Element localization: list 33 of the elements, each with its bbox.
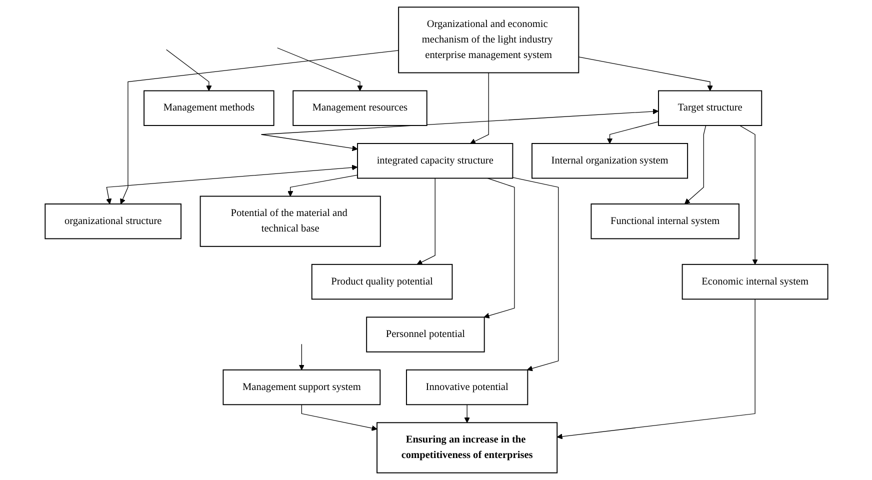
node-box: Management methods — [143, 90, 274, 126]
node-box: Internal organization system — [531, 143, 688, 179]
arrow — [416, 178, 435, 265]
node-box: organizational structure — [44, 204, 181, 240]
arrow — [300, 404, 377, 431]
arrow — [166, 49, 212, 92]
arrow — [684, 125, 706, 204]
node-box: Innovative potential — [406, 369, 528, 406]
arrow — [606, 121, 658, 144]
arrow — [287, 174, 358, 197]
node-box: Product quality potential — [310, 264, 452, 300]
arrow — [483, 178, 514, 318]
arrow — [578, 56, 712, 92]
node-box: integrated capacity structure — [356, 143, 513, 179]
arrow — [738, 125, 758, 265]
arrow — [464, 404, 470, 423]
arrow — [298, 344, 304, 370]
arrow — [106, 164, 358, 204]
node-box: Organizational and economic mechanism of the light industry enterprise management system — [398, 6, 579, 74]
arrow — [556, 298, 755, 440]
node-box: Potential of the material and technical base — [199, 196, 380, 247]
arrow — [120, 50, 398, 204]
arrow — [512, 177, 558, 372]
node-box: Economic internal system — [681, 264, 828, 300]
arrow — [470, 72, 488, 144]
arrow — [276, 48, 362, 92]
node-box: Personnel potential — [366, 316, 484, 352]
node-box: Target structure — [658, 90, 762, 126]
node-box: Functional internal system — [590, 204, 739, 240]
node-box: Management support system — [222, 369, 380, 406]
node-box: Management resources — [292, 90, 427, 126]
arrow — [260, 108, 658, 152]
node-box: Ensuring an increase in the competitiveness of enterprises — [376, 422, 558, 474]
